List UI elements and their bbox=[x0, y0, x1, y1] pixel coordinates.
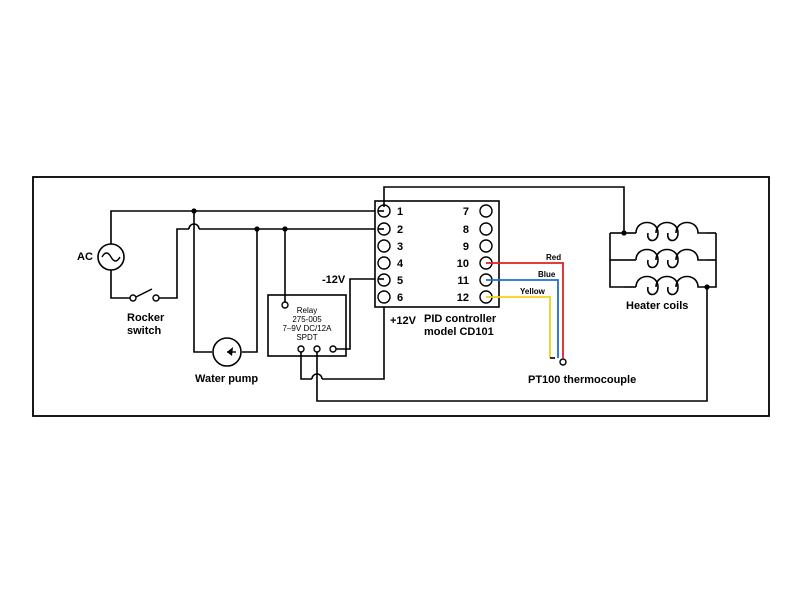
red-wire-label: Red bbox=[546, 253, 561, 262]
thermocouple-probe bbox=[559, 358, 567, 366]
rocker-label-1: Rocker bbox=[127, 312, 165, 324]
switched-line-wire bbox=[159, 228, 189, 299]
terminal-label-7: 7 bbox=[463, 206, 469, 218]
yellow-wire bbox=[486, 296, 551, 358]
terminal-3 bbox=[377, 239, 391, 253]
ac-neutral-wire bbox=[110, 270, 130, 299]
terminal-label-11: 11 bbox=[457, 275, 469, 287]
terminal-4 bbox=[377, 256, 391, 270]
rocker-switch bbox=[129, 288, 160, 302]
terminal-8 bbox=[479, 222, 493, 236]
relay-terminal bbox=[313, 345, 321, 353]
heater-coils bbox=[609, 221, 717, 296]
plus12v-label: +12V bbox=[390, 315, 417, 327]
water-pump bbox=[212, 337, 242, 367]
blue-wire bbox=[486, 279, 559, 358]
terminal-7 bbox=[479, 204, 493, 218]
terminal-label-12: 12 bbox=[457, 292, 469, 304]
ac-line-wire bbox=[110, 210, 378, 244]
plus12v-wire-b bbox=[322, 302, 385, 380]
rocker-label-2: switch bbox=[127, 325, 162, 337]
yellow-wire-label: Yellow bbox=[520, 287, 546, 296]
pump-return-wire bbox=[242, 229, 258, 353]
diagram-frame bbox=[32, 176, 770, 417]
blue-wire-label: Blue bbox=[538, 270, 556, 279]
terminal-label-3: 3 bbox=[397, 241, 403, 253]
pump-supply-wire bbox=[193, 211, 212, 353]
controller-label-1: PID controller bbox=[424, 313, 497, 325]
heater-coil bbox=[624, 221, 706, 242]
terminal-label-10: 10 bbox=[457, 258, 469, 270]
thermocouple-label: PT100 thermocouple bbox=[528, 374, 636, 386]
minus12v-label: -12V bbox=[322, 274, 346, 286]
ac-source bbox=[97, 243, 125, 271]
pump-label: Water pump bbox=[195, 373, 258, 385]
heater-coil bbox=[624, 248, 706, 269]
heater-feed-wire bbox=[383, 186, 625, 233]
red-wire bbox=[486, 262, 564, 358]
heater-label: Heater coils bbox=[626, 300, 688, 312]
relay-line-1: Relay bbox=[297, 306, 317, 315]
terminal-label-4: 4 bbox=[397, 258, 404, 270]
controller-left-terminals: 1 2 3 4 5 6 bbox=[377, 204, 404, 304]
terminal-label-5: 5 bbox=[397, 275, 403, 287]
relay-terminal bbox=[329, 345, 337, 353]
terminal-label-2: 2 bbox=[397, 224, 403, 236]
ac-label: AC bbox=[77, 251, 93, 263]
relay-line-3: 7–9V DC/12A bbox=[283, 324, 333, 333]
relay-line-2: 275-005 bbox=[292, 315, 322, 324]
controller-right-terminals: 7 8 9 10 11 12 bbox=[457, 204, 493, 304]
terminal-5 bbox=[377, 273, 391, 287]
heater-return-wire bbox=[316, 287, 708, 402]
wire-crossover bbox=[188, 223, 200, 230]
relay-terminal bbox=[297, 345, 305, 353]
heater-coil bbox=[624, 275, 706, 296]
plus12v-wire bbox=[300, 352, 312, 380]
pid-controller-box bbox=[374, 200, 500, 308]
terminal-label-8: 8 bbox=[463, 224, 469, 236]
terminal-label-6: 6 bbox=[397, 292, 403, 304]
terminal-9 bbox=[479, 239, 493, 253]
relay-terminal bbox=[281, 301, 289, 309]
terminal-6 bbox=[377, 290, 391, 304]
controller-label-2: model CD101 bbox=[424, 326, 494, 338]
minus12v-wire bbox=[336, 278, 378, 350]
terminal-label-9: 9 bbox=[463, 241, 469, 253]
relay-line-4: SPDT bbox=[296, 333, 317, 342]
terminal-label-1: 1 bbox=[397, 206, 403, 218]
